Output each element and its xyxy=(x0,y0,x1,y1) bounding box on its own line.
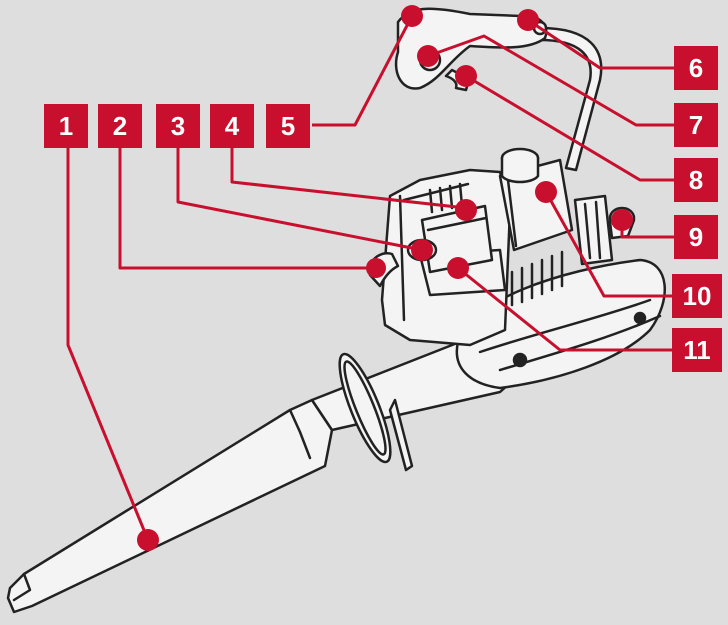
callout-dot-6 xyxy=(517,9,539,31)
callout-dot-11 xyxy=(447,257,469,279)
callout-dot-5 xyxy=(401,5,423,27)
callout-dot-4 xyxy=(455,199,477,221)
leader-line-7 xyxy=(427,34,674,127)
fuel-cap xyxy=(500,147,540,184)
callout-label-7: 7 xyxy=(674,103,718,147)
leader-line-1 xyxy=(66,148,150,541)
callout-label-2: 2 xyxy=(98,104,142,148)
leader-line-2 xyxy=(118,148,376,270)
callout-label-3: 3 xyxy=(156,104,200,148)
callout-label-4: 4 xyxy=(210,104,254,148)
callout-label-9: 9 xyxy=(674,215,718,259)
callout-label-1: 1 xyxy=(44,104,88,148)
callout-dot-1 xyxy=(137,529,159,551)
callout-dot-3 xyxy=(411,239,433,261)
callout-dot-7 xyxy=(417,45,439,67)
callout-label-10: 10 xyxy=(672,274,722,318)
cylinder-fins xyxy=(510,194,614,307)
callout-dot-2 xyxy=(366,258,386,278)
leader-line-8 xyxy=(465,74,674,182)
callout-label-11: 11 xyxy=(672,328,722,372)
callout-dots xyxy=(137,5,633,551)
callout-dot-10 xyxy=(535,181,557,203)
callout-label-5: 5 xyxy=(266,104,310,148)
leader-line-11 xyxy=(457,266,674,352)
callout-label-8: 8 xyxy=(674,158,718,202)
leader-line-10 xyxy=(544,191,674,298)
callout-dot-9 xyxy=(611,209,633,231)
leader-line-3 xyxy=(176,148,423,252)
leader-line-5 xyxy=(312,15,414,127)
fan-housing xyxy=(455,258,666,390)
callout-label-6: 6 xyxy=(674,46,718,90)
leader-lines xyxy=(66,15,674,541)
leader-line-6 xyxy=(527,18,674,70)
callout-dot-8 xyxy=(455,65,477,87)
tube-flange xyxy=(338,352,414,472)
blower-tube xyxy=(6,398,334,614)
leader-line-4 xyxy=(230,148,467,210)
